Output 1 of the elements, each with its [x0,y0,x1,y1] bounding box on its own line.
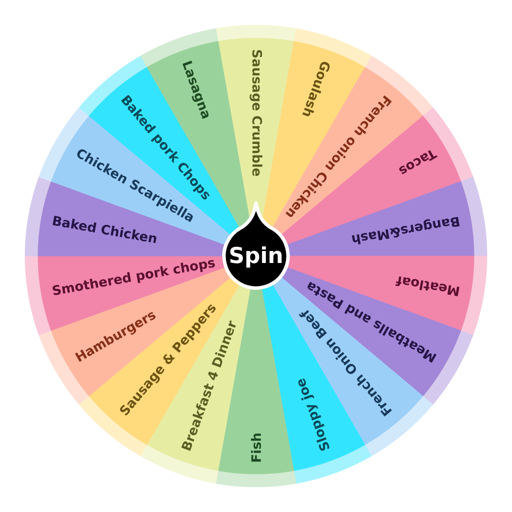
segment-label: Sausage Crumble [250,50,262,176]
